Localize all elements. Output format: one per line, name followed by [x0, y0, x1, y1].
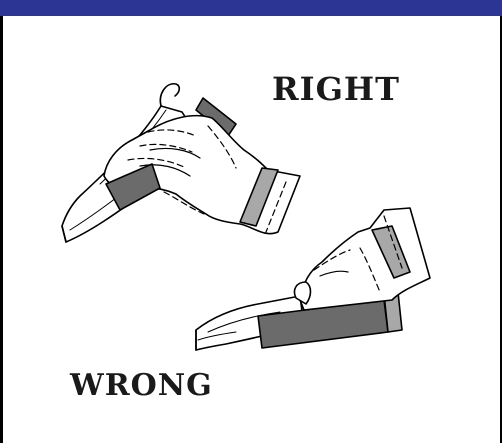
wrong-glove	[300, 208, 430, 310]
right-tool-hook	[160, 84, 179, 106]
right-grip-figure	[62, 84, 300, 242]
wrong-grip-figure	[196, 208, 430, 350]
right-label: RIGHT	[272, 70, 400, 108]
wrong-label: WRONG	[70, 368, 213, 403]
